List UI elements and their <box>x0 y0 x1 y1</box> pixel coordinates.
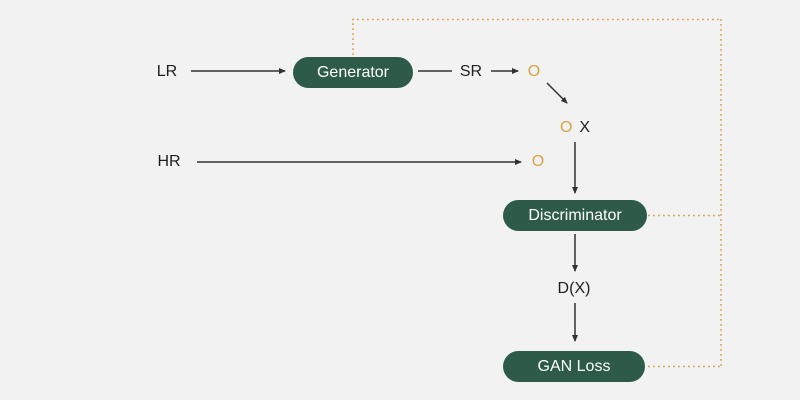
sr-output-node: O <box>527 63 541 80</box>
hr-label: HR <box>157 153 181 170</box>
combined-node-x: X <box>579 119 591 136</box>
combined-input-node: O X <box>560 119 590 137</box>
hr-output-node: O <box>531 153 545 170</box>
generator-box: Generator <box>293 57 413 88</box>
dx-label: D(X) <box>557 280 591 297</box>
lr-label: LR <box>156 63 178 80</box>
discriminator-box: Discriminator <box>503 200 647 231</box>
sr-label: SR <box>459 63 483 80</box>
arrow-o-to-combined-node <box>546 82 568 104</box>
combined-node-o: O <box>559 119 573 136</box>
gan-loss-box: GAN Loss <box>503 351 645 382</box>
